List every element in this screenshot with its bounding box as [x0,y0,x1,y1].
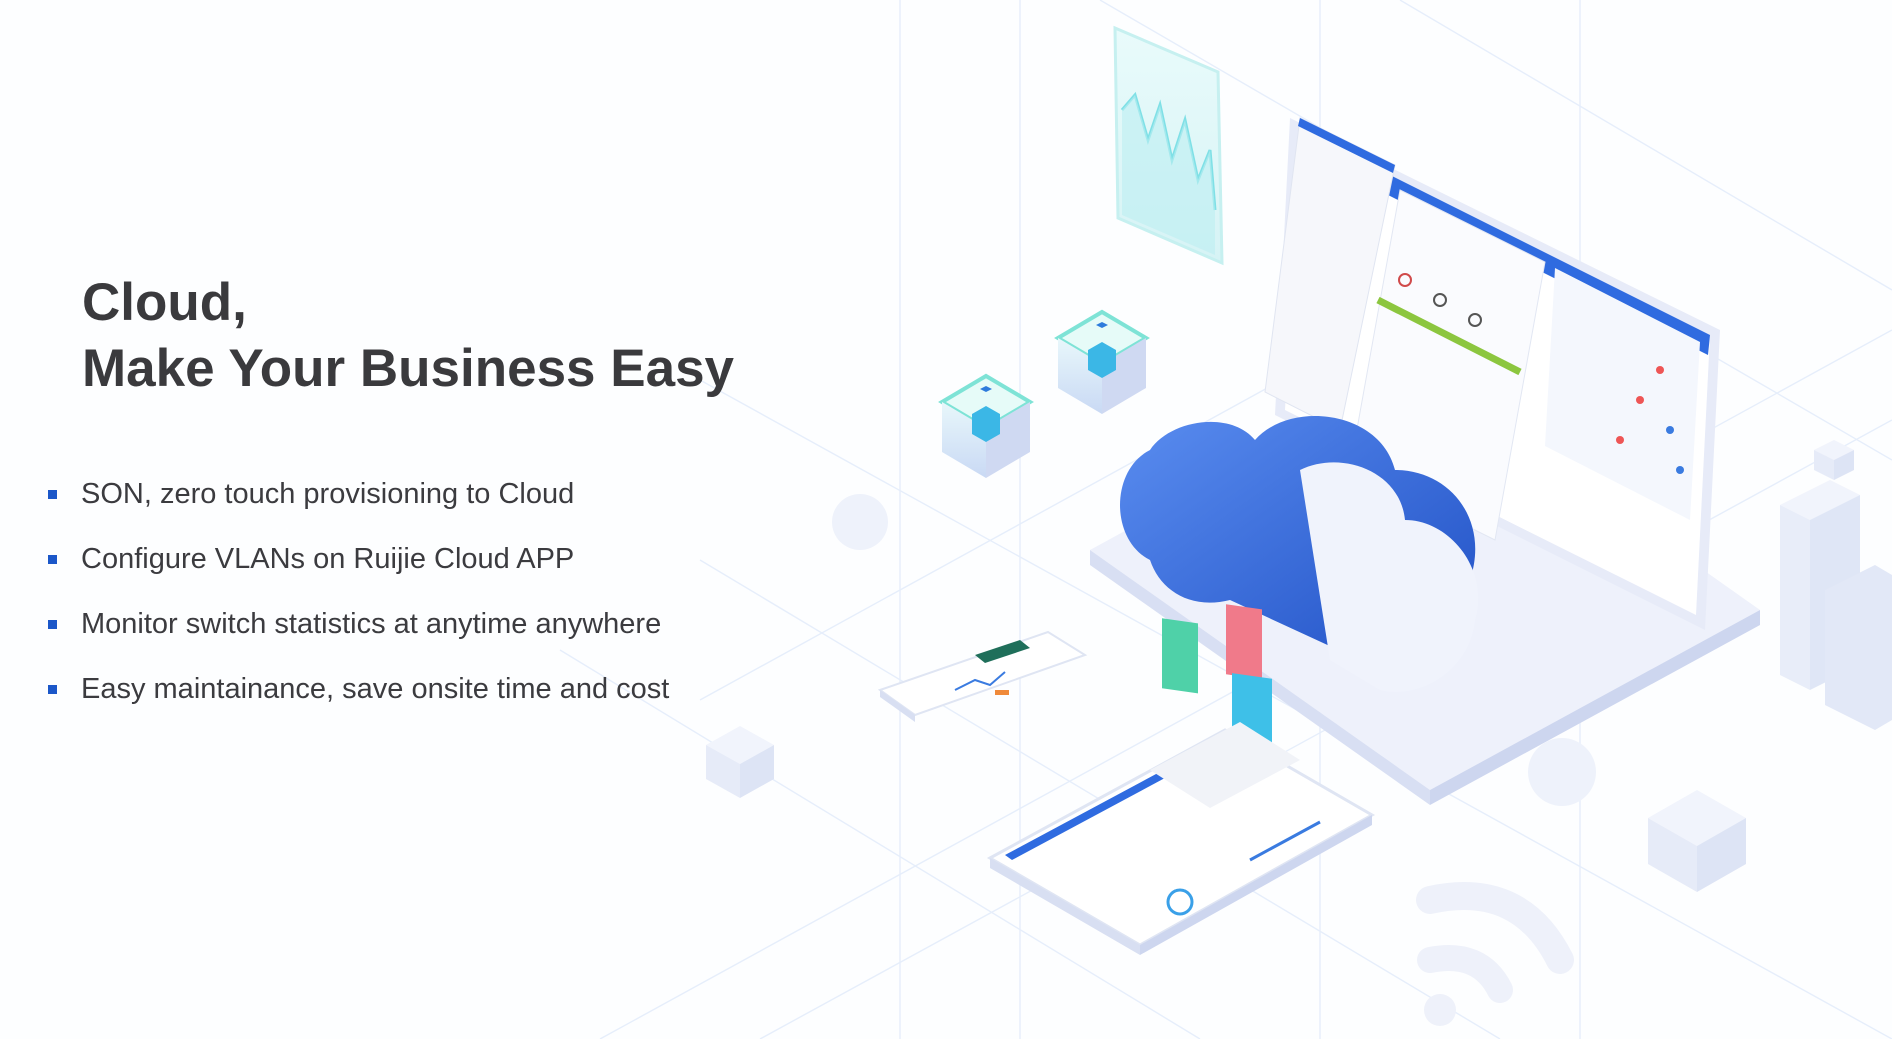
feature-item: Monitor switch statistics at anytime any… [48,592,669,657]
bullet-square-icon [48,555,57,564]
phone-icon [877,630,1088,722]
headline-line-1: Cloud, [82,273,247,332]
feature-text: Configure VLANs on Ruijie Cloud APP [81,543,575,575]
bullet-square-icon [48,685,57,694]
feature-text: SON, zero touch provisioning to Cloud [81,478,575,510]
feature-list: SON, zero touch provisioning to Cloud Co… [48,462,669,722]
tablet-icon [986,722,1376,955]
building-icon [1780,480,1892,730]
laptop-icon [1090,117,1760,805]
hero-heading: Cloud, Make Your Business Easy [82,270,802,402]
sphere-decor-2 [1528,738,1596,806]
wifi-icon [1416,882,1574,1026]
bullet-square-icon [48,490,57,499]
server-cube-icon-2 [938,373,1034,478]
feature-item: SON, zero touch provisioning to Cloud [48,462,669,527]
feature-item: Configure VLANs on Ruijie Cloud APP [48,527,669,592]
headline-line-2: Make Your Business Easy [82,339,735,398]
cube-decor-1 [706,726,774,798]
cube-decor-3 [1814,440,1854,480]
cloud-icon [1120,416,1479,759]
page-title: Cloud, Make Your Business Easy [82,270,802,402]
feature-text: Monitor switch statistics at anytime any… [81,608,662,640]
bullet-square-icon [48,620,57,629]
sphere-decor-1 [832,494,888,550]
cube-decor-2 [1648,790,1746,892]
chart-panel-icon [1113,25,1224,266]
feature-item: Easy maintainance, save onsite time and … [48,657,669,722]
feature-text: Easy maintainance, save onsite time and … [81,673,670,705]
server-cube-icon-1 [1054,309,1150,414]
